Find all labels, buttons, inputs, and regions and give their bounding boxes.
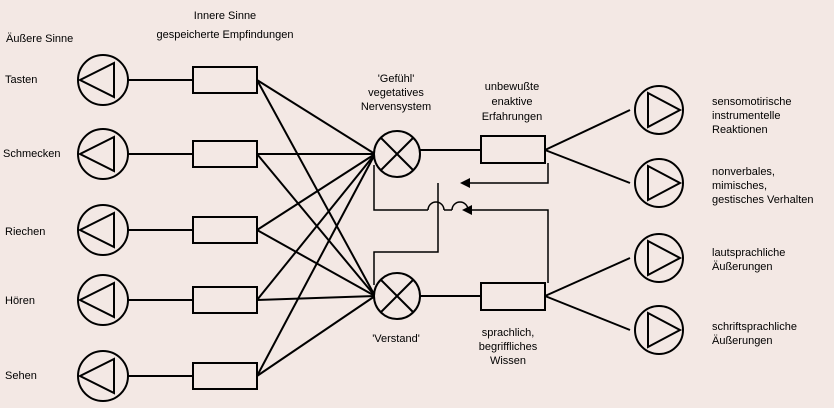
output-label-2-line-1: nonverbales, <box>712 166 775 178</box>
unconscious-label-1: unbewußte <box>484 81 540 93</box>
sense-node-tasten <box>77 54 258 106</box>
output-label-2-line-2: mimisches, <box>712 180 768 192</box>
output-label-2-line-3: gestisches Verhalten <box>712 194 814 206</box>
feedback-links <box>373 163 549 285</box>
output-node-4 <box>634 305 684 355</box>
sense-label-riechen: Riechen <box>5 226 46 238</box>
inner-sense-box-schmecken <box>192 140 258 168</box>
output-label-1-line-3: Reaktionen <box>712 124 768 136</box>
feeling-label-1: 'Gefühl' <box>377 73 415 85</box>
reason-label: 'Verstand' <box>372 333 420 345</box>
output-label-4-line-1: schriftsprachliche <box>712 321 797 333</box>
output-label-3-line-2: Äußerungen <box>712 261 773 273</box>
inner-to-central-links <box>256 79 376 377</box>
verbal-box <box>480 282 546 311</box>
verbal-label-2: begriffliches <box>478 341 538 353</box>
sense-node-schmecken <box>77 128 258 180</box>
inner-sense-box-hoeren <box>192 286 258 314</box>
sense-label-hoeren: Hören <box>5 295 35 307</box>
unconscious-label-3: Erfahrungen <box>481 111 543 123</box>
sense-node-hoeren <box>77 274 258 326</box>
inner-senses-subheader: gespeicherte Empfindungen <box>156 29 294 41</box>
output-label-4-line-2: Äußerungen <box>712 335 773 347</box>
output-node-3 <box>634 233 684 283</box>
unconscious-box <box>480 135 546 164</box>
reason-node <box>373 272 421 320</box>
output-node-2 <box>634 158 684 208</box>
sense-label-tasten: Tasten <box>5 74 38 86</box>
outer-senses-header: Äußere Sinne <box>6 33 74 45</box>
output-label-3-line-1: lautsprachliche <box>712 247 786 259</box>
inner-sense-box-riechen <box>192 216 258 244</box>
output-label-1-line-1: sensomotirische <box>712 96 792 108</box>
inner-sense-box-tasten <box>192 66 258 94</box>
inner-senses-header: Innere Sinne <box>193 10 257 22</box>
sense-node-sehen <box>77 350 258 402</box>
sense-node-riechen <box>77 204 258 256</box>
output-links <box>544 109 631 331</box>
verbal-label-3: Wissen <box>489 355 527 367</box>
output-label-1-line-2: instrumentelle <box>712 110 781 122</box>
verbal-label-1: sprachlich, <box>481 327 535 339</box>
output-node-1 <box>634 85 684 135</box>
inner-sense-box-sehen <box>192 362 258 390</box>
feeling-node <box>373 130 421 178</box>
feeling-label-2: vegetatives <box>368 87 424 99</box>
sense-label-schmecken: Schmecken <box>3 148 61 160</box>
feeling-label-3: Nervensystem <box>360 101 432 113</box>
sense-label-sehen: Sehen <box>5 370 37 382</box>
unconscious-label-2: enaktive <box>491 96 533 108</box>
